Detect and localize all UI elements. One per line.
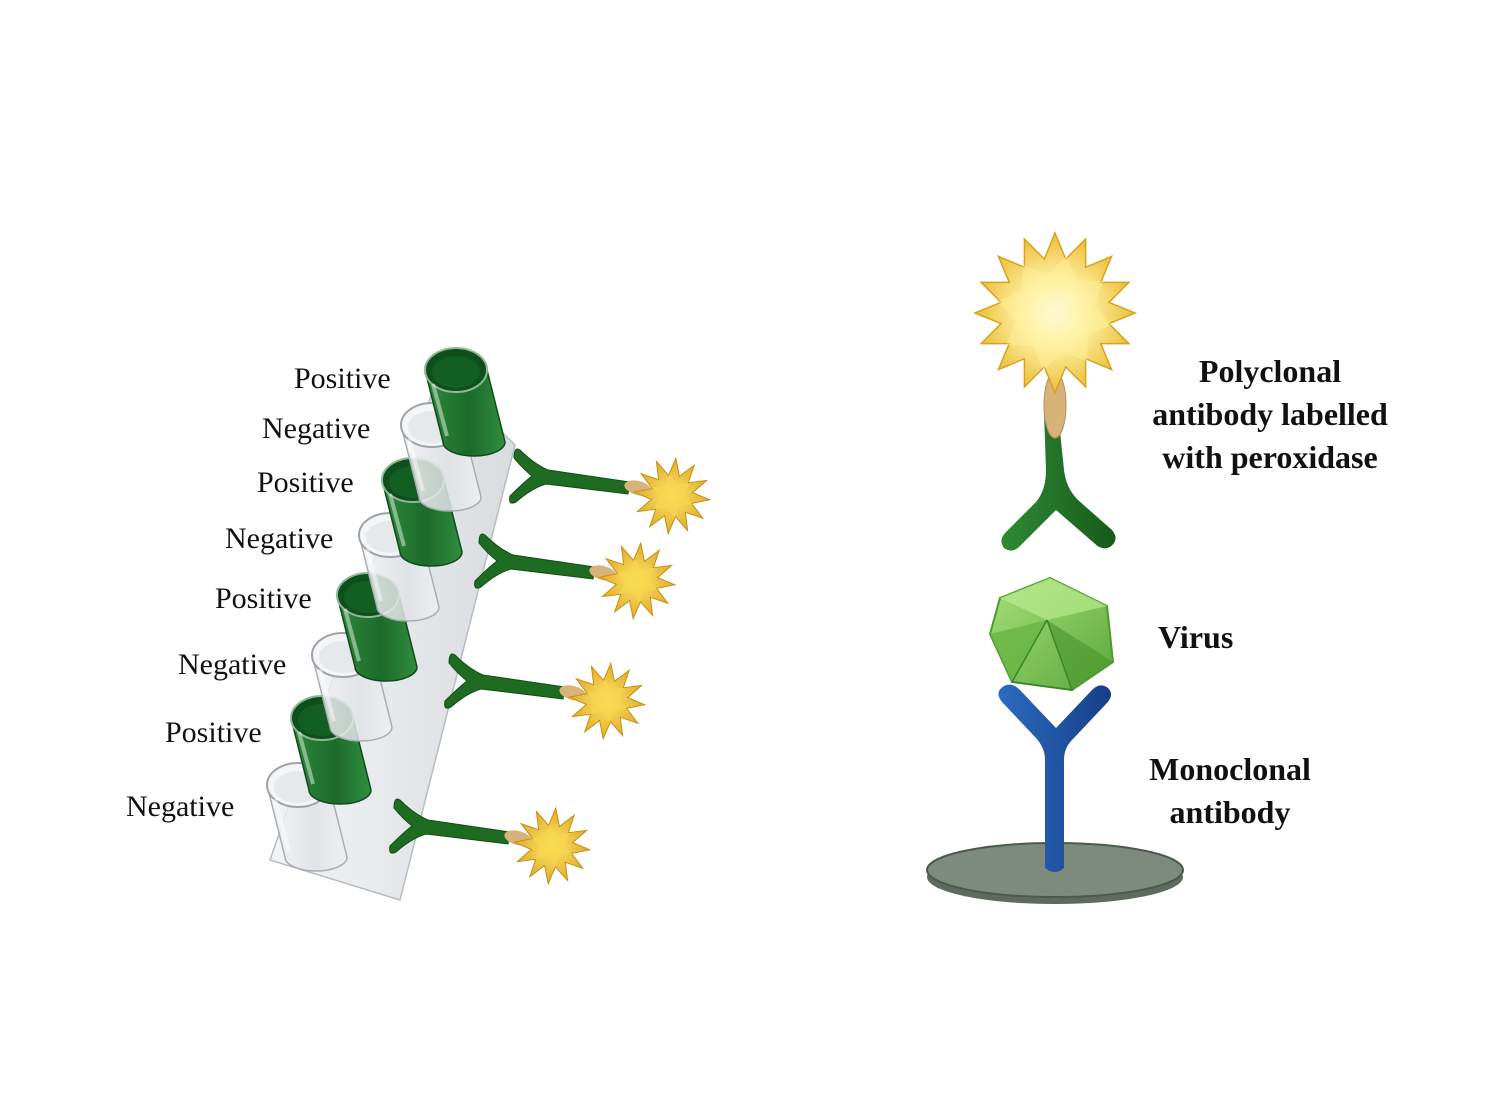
labelled-antibody-2 — [474, 533, 677, 621]
monoclonal-label-line-1: Monoclonal — [1149, 751, 1311, 787]
well-1-positive — [424, 347, 506, 457]
monoclonal-label: Monoclonal antibody — [1135, 748, 1325, 834]
polyclonal-label-line-3: with peroxidase — [1162, 439, 1378, 475]
well-label-7: Positive — [165, 716, 262, 749]
well-label-1: Positive — [294, 362, 391, 395]
well-label-4: Negative — [225, 522, 334, 555]
monoclonal-antibody — [998, 684, 1112, 872]
polyclonal-label: Polyclonal antibody labelled with peroxi… — [1135, 350, 1405, 479]
virus-label: Virus — [1158, 619, 1234, 655]
polyclonal-label-line-1: Polyclonal — [1198, 353, 1342, 389]
polyclonal-label-line-2: antibody labelled — [1152, 396, 1388, 432]
well-label-8: Negative — [126, 790, 235, 823]
well-label-2: Negative — [262, 412, 371, 445]
virus-particle — [988, 576, 1115, 692]
well-label-5: Positive — [215, 582, 312, 615]
well-group — [266, 347, 506, 872]
well-label-3: Positive — [257, 466, 354, 499]
well-label-6: Negative — [178, 648, 287, 681]
monoclonal-label-line-2: antibody — [1169, 794, 1291, 830]
labelled-antibody-1 — [509, 448, 712, 536]
polyclonal-antibody — [1001, 408, 1116, 551]
labelled-antibody-3 — [444, 653, 647, 741]
labelled-antibody-4 — [389, 798, 592, 886]
peroxidase-star — [973, 231, 1137, 395]
detection-antibody-group — [389, 448, 712, 886]
